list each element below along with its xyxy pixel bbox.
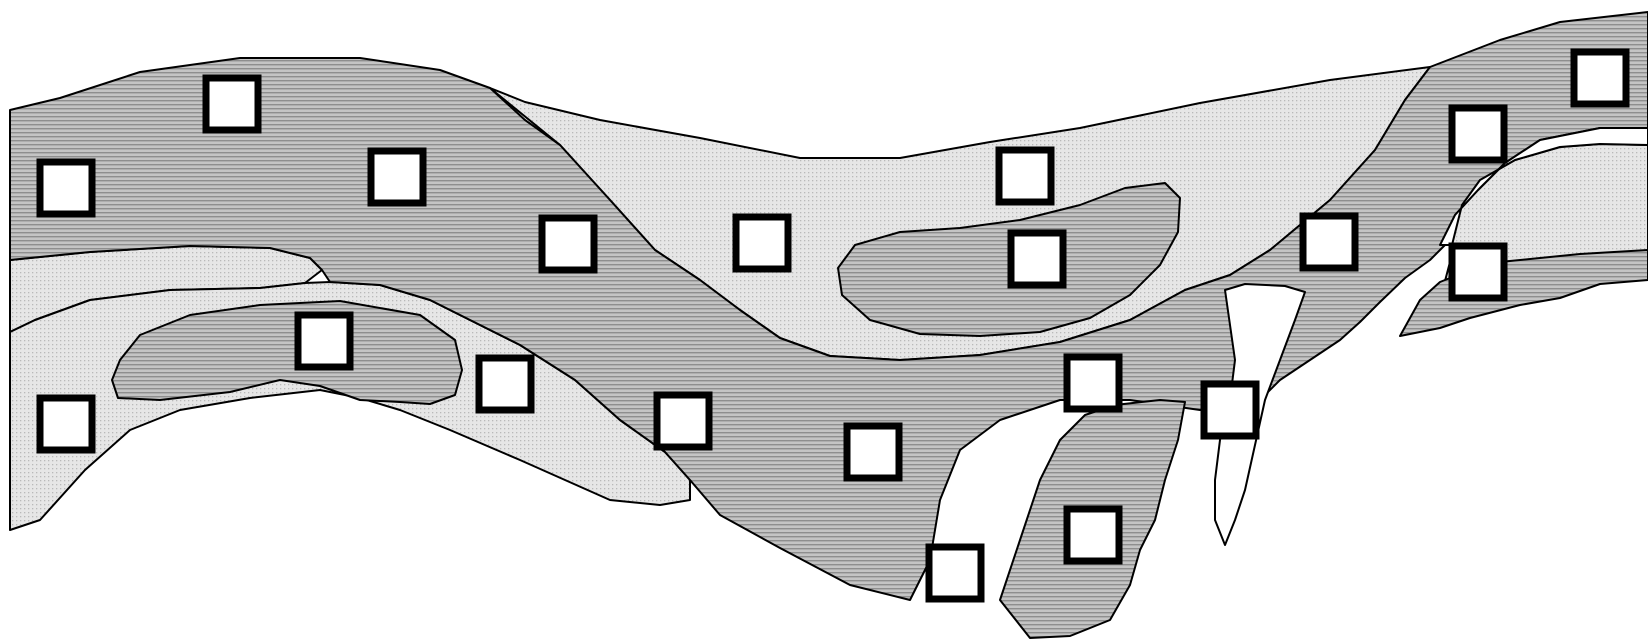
sample-marker xyxy=(36,158,96,218)
sample-marker xyxy=(1448,104,1508,164)
sample-marker xyxy=(1063,505,1123,565)
sample-marker xyxy=(538,214,598,274)
sample-marker xyxy=(202,74,262,134)
sample-markers xyxy=(36,48,1630,603)
sample-marker xyxy=(1299,212,1359,272)
sample-marker xyxy=(1570,48,1630,108)
white-void-upper-right xyxy=(1439,127,1648,246)
sample-marker xyxy=(732,213,792,273)
sample-marker xyxy=(1063,353,1123,413)
dark-band-right-wedge xyxy=(1399,249,1648,337)
sample-marker xyxy=(995,146,1055,206)
sample-marker xyxy=(36,394,96,454)
sample-marker xyxy=(843,422,903,482)
sample-marker xyxy=(475,354,535,414)
sample-marker xyxy=(653,391,713,451)
sample-marker xyxy=(1007,229,1067,289)
sample-marker xyxy=(1200,380,1260,440)
sample-marker xyxy=(1448,242,1508,302)
sample-marker xyxy=(925,543,985,603)
sample-marker xyxy=(294,311,354,371)
sample-marker xyxy=(367,147,427,207)
dark-lens-left xyxy=(111,300,463,405)
